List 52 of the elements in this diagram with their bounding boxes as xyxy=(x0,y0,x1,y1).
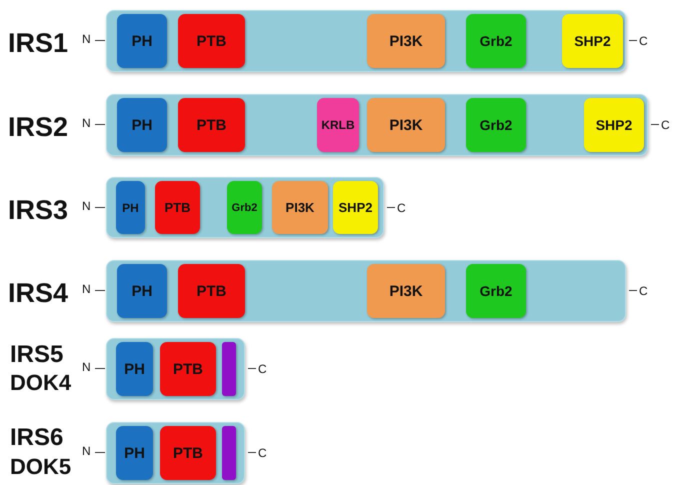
c-terminus-label: C xyxy=(397,202,406,214)
pi3k-binding-domain: PI3K xyxy=(367,264,445,318)
c-terminal-domain xyxy=(222,426,236,480)
ptb-domain: PTB xyxy=(178,264,245,318)
protein-name: IRS5 xyxy=(10,343,64,367)
pi3k-binding-domain: PI3K xyxy=(272,181,328,234)
ph-domain: PH xyxy=(116,181,145,234)
protein-bar xyxy=(106,10,626,72)
n-terminus-label: N xyxy=(82,117,91,129)
protein-name: DOK4 xyxy=(10,372,72,394)
ptb-domain: PTB xyxy=(160,342,216,396)
protein-name: IRS1 xyxy=(8,30,68,57)
protein-bar xyxy=(106,338,245,400)
protein-name: IRS3 xyxy=(8,197,68,224)
krlb-domain: KRLB xyxy=(317,98,359,152)
c-terminal-domain xyxy=(222,342,236,396)
c-terminus-label: C xyxy=(639,35,648,47)
protein-name: IRS6 xyxy=(10,426,64,450)
n-terminus-label: N xyxy=(82,283,91,295)
protein-bar xyxy=(106,422,245,484)
protein-bar xyxy=(106,260,626,322)
n-terminus-label: N xyxy=(82,33,91,45)
protein-name: DOK5 xyxy=(10,456,72,478)
protein-bar xyxy=(106,94,648,156)
ptb-domain: PTB xyxy=(155,181,200,234)
n-terminus-label: N xyxy=(82,361,91,373)
shp2-binding-domain: SHP2 xyxy=(333,181,378,234)
ph-domain: PH xyxy=(117,14,167,68)
shp2-binding-domain: SHP2 xyxy=(584,98,644,152)
ptb-domain: PTB xyxy=(178,98,245,152)
ptb-domain: PTB xyxy=(160,426,216,480)
n-terminus-label: N xyxy=(82,445,91,457)
c-terminus-label: C xyxy=(258,447,267,459)
ph-domain: PH xyxy=(117,98,167,152)
ph-domain: PH xyxy=(116,426,153,480)
grb2-binding-domain: Grb2 xyxy=(466,98,526,152)
grb2-binding-domain: Grb2 xyxy=(466,264,526,318)
protein-bar xyxy=(106,177,384,238)
c-terminus-label: C xyxy=(639,285,648,297)
grb2-binding-domain: Grb2 xyxy=(227,181,262,234)
n-terminus-label: N xyxy=(82,200,91,212)
protein-name: IRS4 xyxy=(8,280,68,307)
ph-domain: PH xyxy=(116,342,153,396)
c-terminus-label: C xyxy=(258,363,267,375)
c-terminus-label: C xyxy=(661,119,670,131)
ph-domain: PH xyxy=(117,264,167,318)
grb2-binding-domain: Grb2 xyxy=(466,14,526,68)
ptb-domain: PTB xyxy=(178,14,245,68)
pi3k-binding-domain: PI3K xyxy=(367,14,445,68)
protein-name: IRS2 xyxy=(8,114,68,141)
shp2-binding-domain: SHP2 xyxy=(562,14,623,68)
pi3k-binding-domain: PI3K xyxy=(367,98,445,152)
